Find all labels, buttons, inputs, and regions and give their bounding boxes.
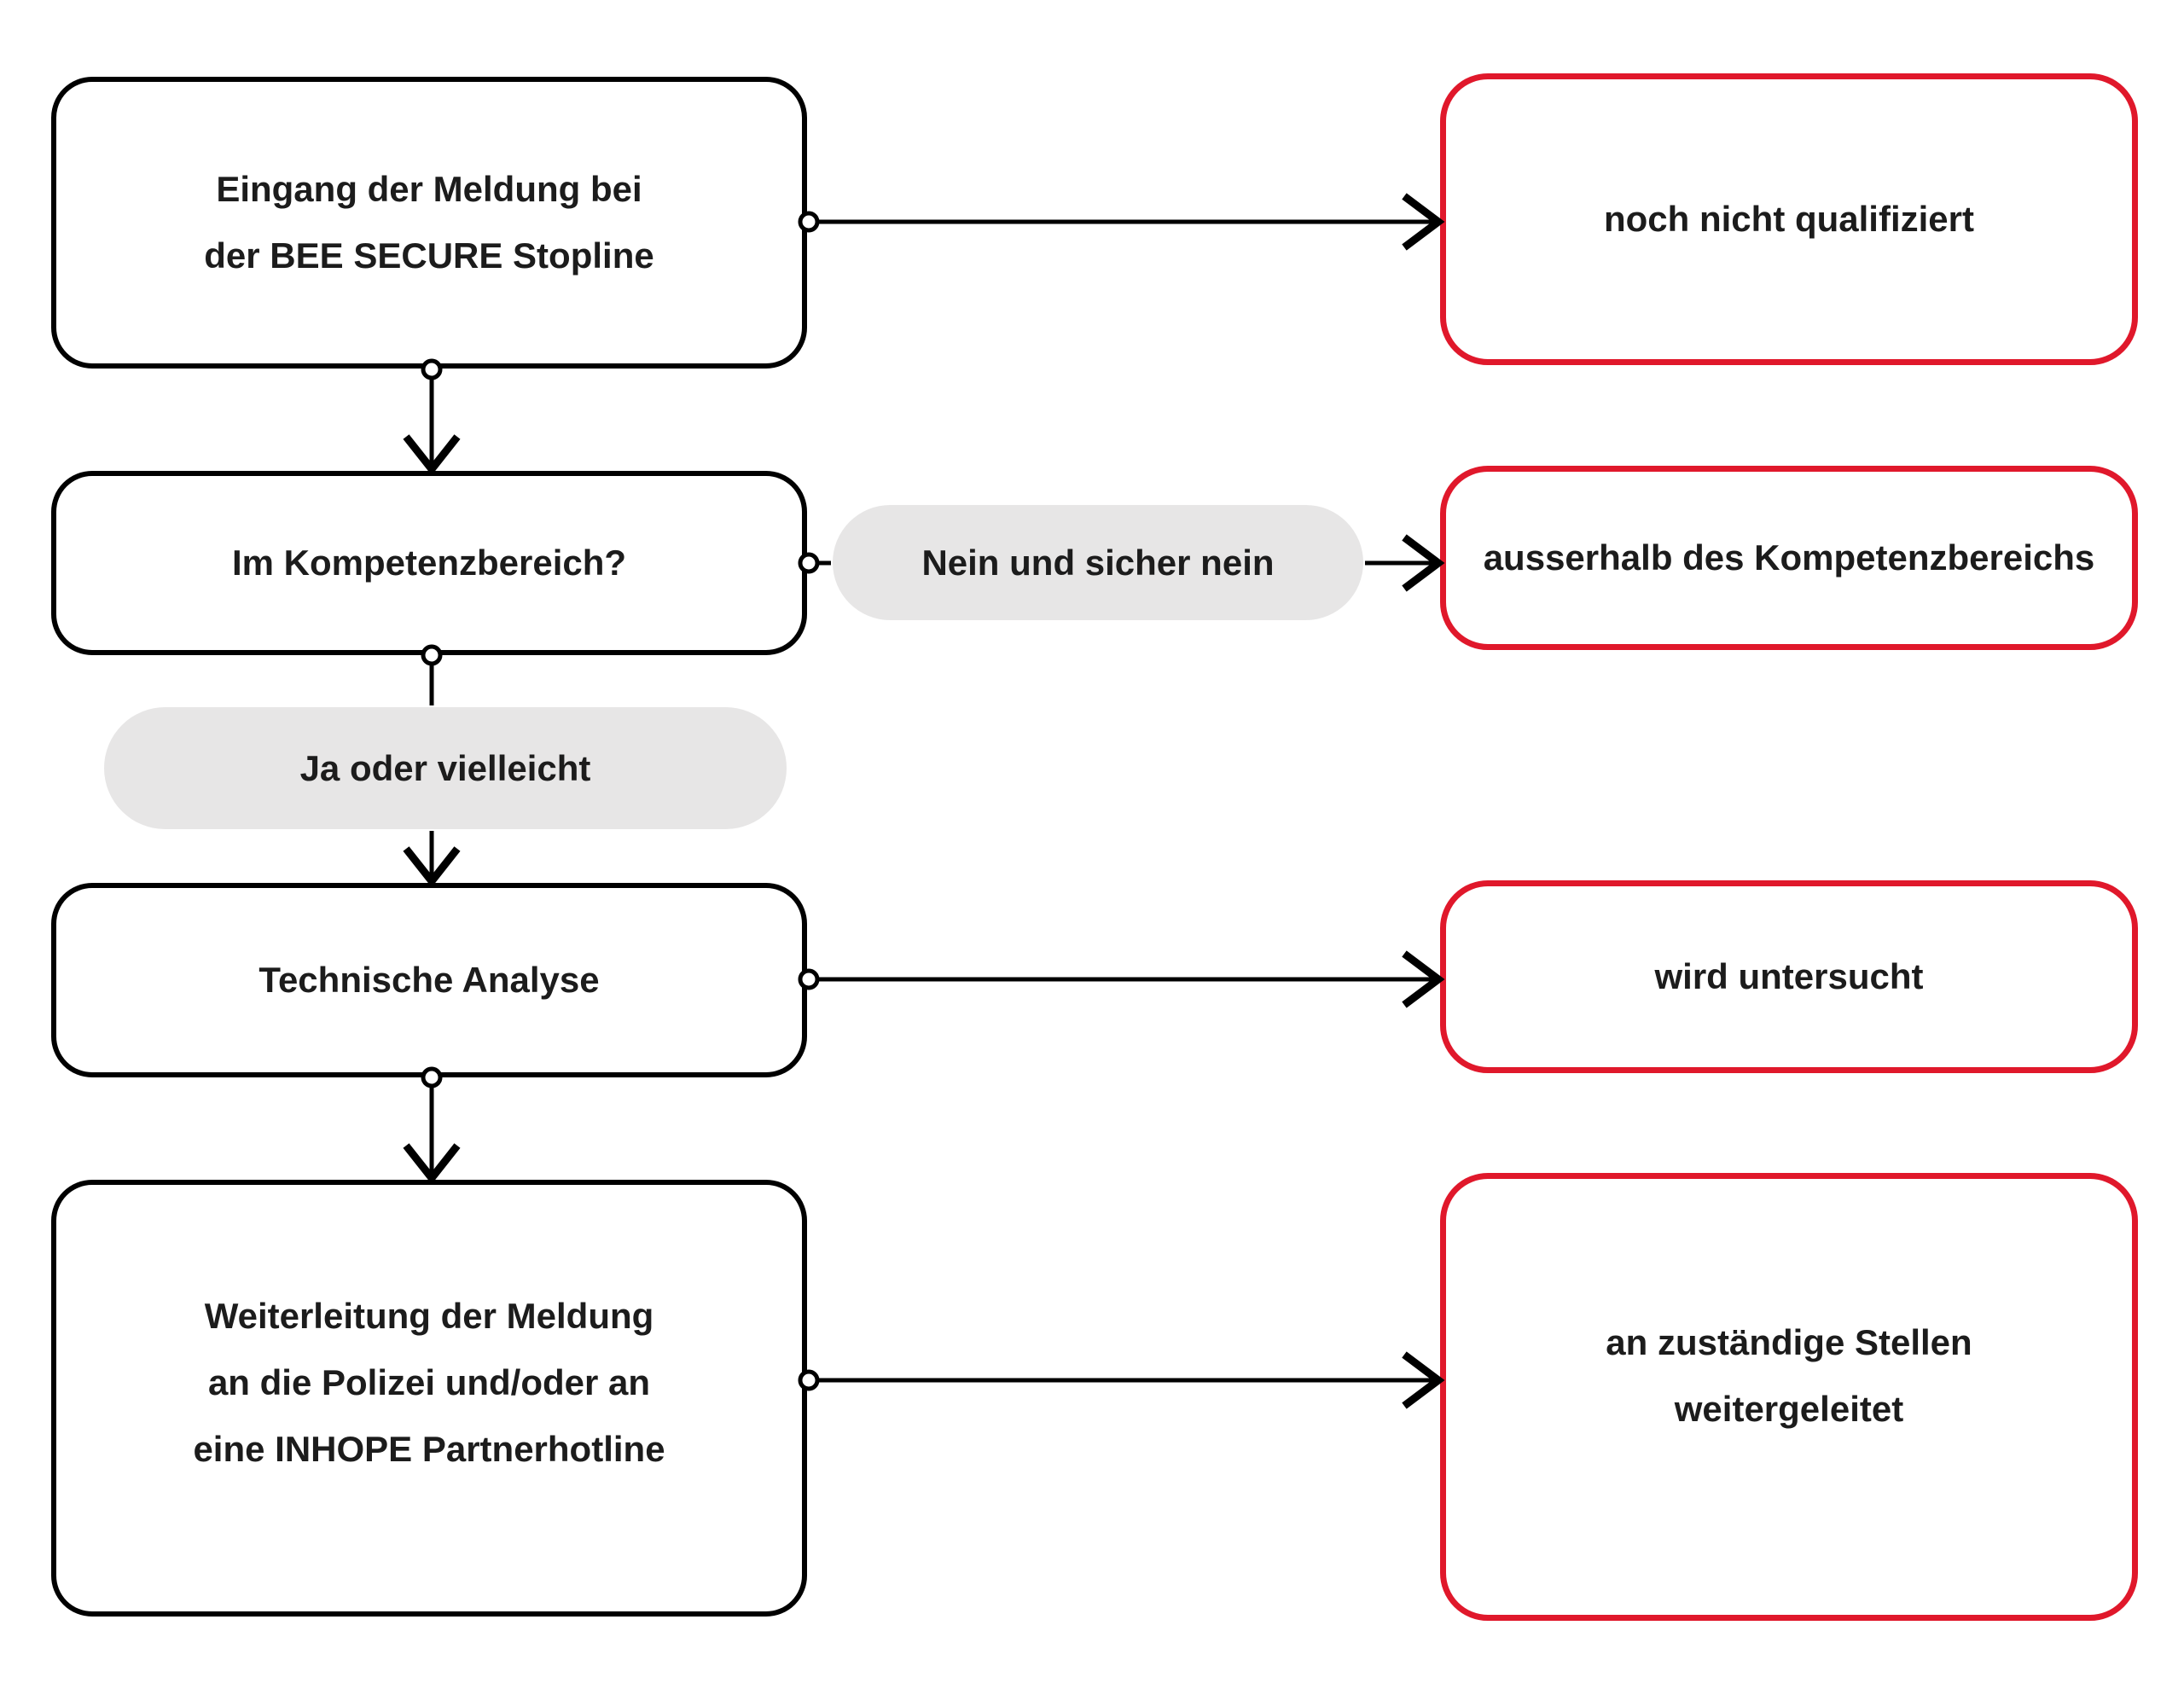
node-technical-analysis: Technische Analyse <box>51 883 807 1077</box>
node-status-forwarded-label: an zuständige Stellen weitergeleitet <box>1606 1321 1972 1429</box>
node-status-under-investigation-label: wird untersucht <box>1654 956 1924 997</box>
arrow-start-to-competence-check <box>403 358 461 476</box>
node-competence-check-label: Im Kompetenzbereich? <box>231 543 627 583</box>
node-competence-check: Im Kompetenzbereich? <box>51 471 807 655</box>
node-status-not-yet-qualified-label: noch nicht qualifiziert <box>1603 199 1974 240</box>
arrow-technical-analysis-to-forwarding <box>403 1066 461 1185</box>
decision-label-yes: Ja oder vielleicht <box>104 707 787 829</box>
decision-label-yes-text: Ja oder vielleicht <box>299 747 591 788</box>
arrow-technical-analysis-to-under-investigation <box>798 950 1445 1008</box>
decision-label-no-text: Nein und sicher nein <box>921 542 1275 583</box>
node-status-not-yet-qualified: noch nicht qualifiziert <box>1440 73 2138 365</box>
node-forwarding-label: Weiterleitung der Meldung an die Polizei… <box>193 1296 665 1469</box>
node-forwarding: Weiterleitung der Meldung an die Polizei… <box>51 1180 807 1617</box>
decision-label-no: Nein und sicher nein <box>833 505 1363 620</box>
node-technical-analysis-label: Technische Analyse <box>258 960 600 1001</box>
arrow-forwarding-to-forwarded <box>798 1351 1445 1409</box>
node-start: Eingang der Meldung bei der BEE SECURE S… <box>51 77 807 369</box>
node-status-outside-competence-label: ausserhalb des Kompetenzbereichs <box>1483 537 2095 578</box>
node-status-forwarded: an zuständige Stellen weitergeleitet <box>1440 1173 2138 1621</box>
arrow-start-to-not-yet-qualified <box>798 193 1445 251</box>
node-status-under-investigation: wird untersucht <box>1440 880 2138 1073</box>
node-start-label: Eingang der Meldung bei der BEE SECURE S… <box>204 169 654 276</box>
node-status-outside-competence: ausserhalb des Kompetenzbereichs <box>1440 466 2138 650</box>
